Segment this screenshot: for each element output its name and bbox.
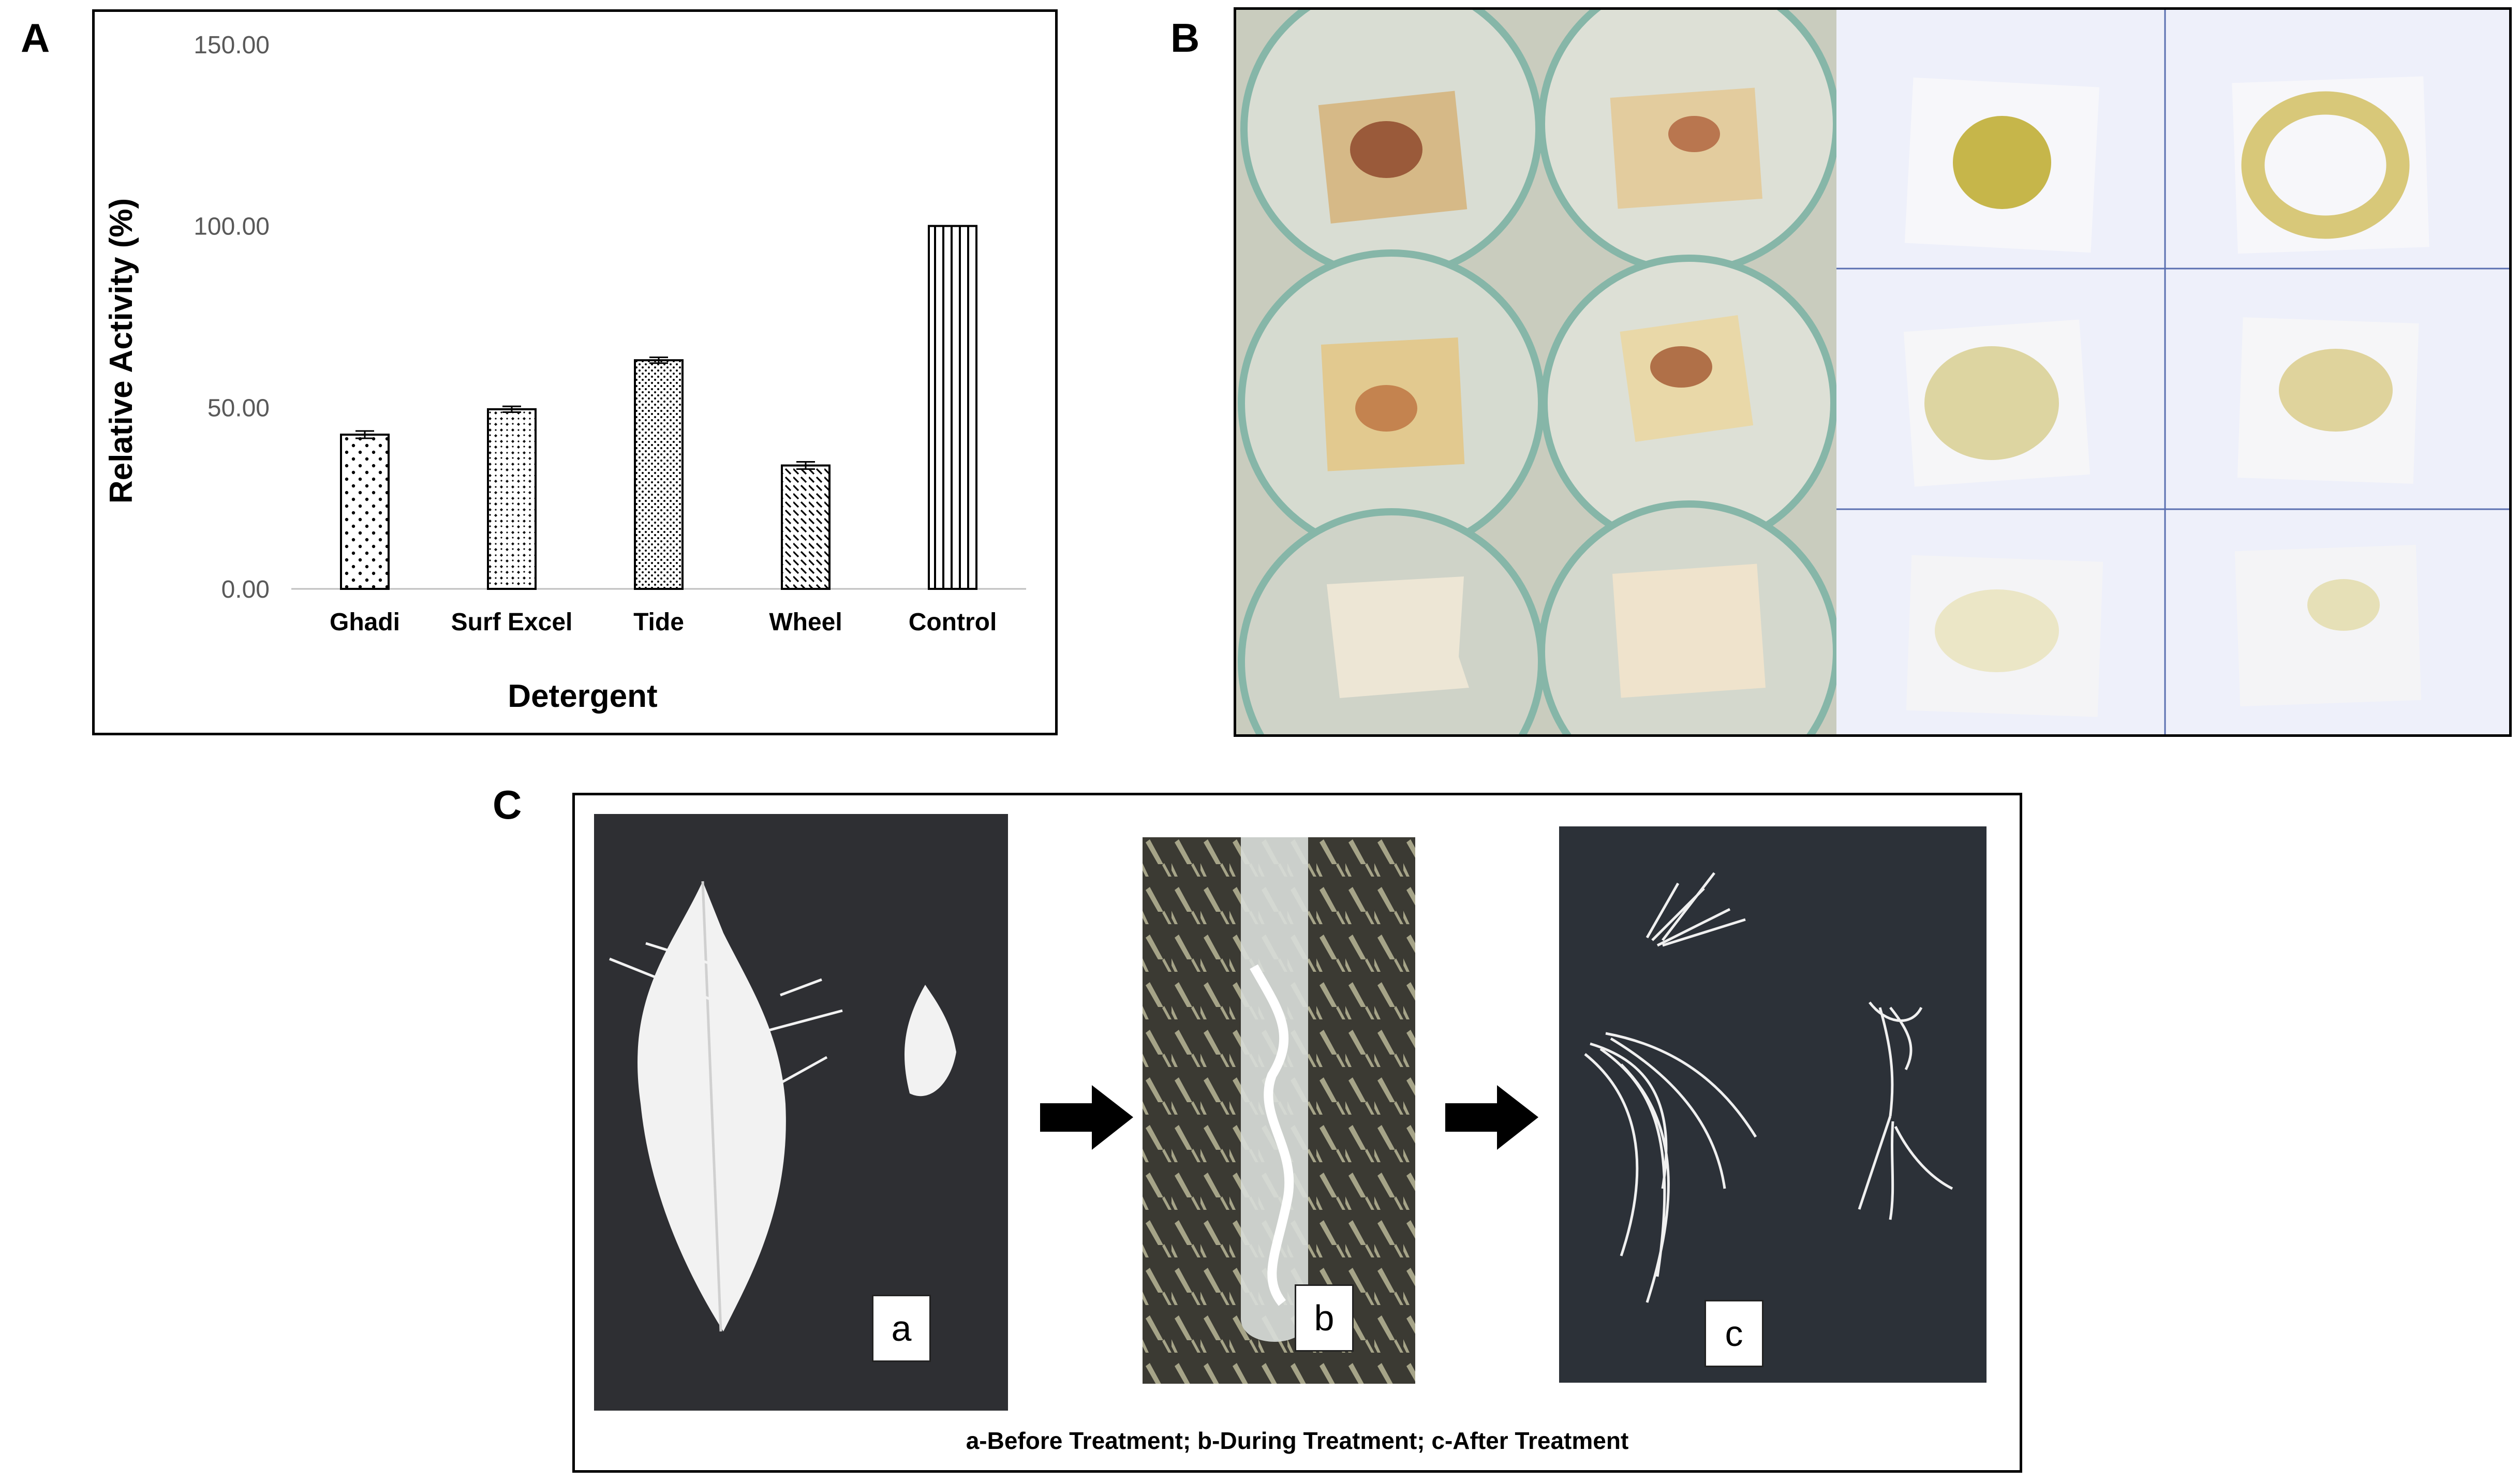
y-axis-ticks: 0.00 50.00 100.00 150.00: [194, 32, 270, 603]
x-tick-label: Wheel: [769, 609, 842, 636]
label-c: c: [1704, 1300, 1763, 1367]
bar-surf-excel: [487, 408, 537, 590]
y-tick-label: 50.00: [207, 394, 270, 422]
panel-c-caption: a-Before Treatment; b-During Treatment; …: [966, 1427, 1629, 1454]
bar-wheel: [781, 464, 831, 590]
bar-ghadi: [340, 433, 390, 590]
panel-letter-c: C: [493, 782, 522, 827]
y-tick-label: 0.00: [221, 576, 270, 603]
large-feather: [609, 881, 843, 1332]
arrow-right-icon: [1445, 1085, 1538, 1152]
chart-frame: 0.00 50.00 100.00 150.00 Ghadi Surf Excel Tid…: [92, 9, 1058, 735]
error-bar: [796, 461, 815, 470]
petri-dishes: [1238, 10, 1840, 734]
x-tick-label: Ghadi: [330, 609, 400, 636]
y-tick-label: 150.00: [194, 32, 270, 59]
x-axis-ticks: Ghadi Surf Excel Tide Wheel Control: [330, 609, 997, 636]
cloth-swatches: [1903, 76, 2429, 717]
label-a: a: [872, 1295, 931, 1362]
bar-tide: [634, 359, 684, 590]
label-b: b: [1295, 1284, 1354, 1352]
error-bar: [502, 405, 521, 413]
photo-before-treatment: [594, 814, 1008, 1411]
panel-letter-a: A: [21, 15, 50, 61]
photo-b: [1234, 7, 2512, 737]
bar-chart: 0.00 50.00 100.00 150.00 Ghadi Surf Excel Tid…: [103, 32, 1026, 714]
x-tick-label: Surf Excel: [451, 609, 573, 636]
panel-c-frame: a b: [572, 793, 2022, 1473]
bars: [340, 225, 977, 590]
bar-control: [928, 225, 977, 590]
x-tick-label: Tide: [633, 609, 684, 636]
error-bar: [355, 430, 374, 439]
arrow-right-icon: [1040, 1085, 1133, 1152]
y-tick-label: 100.00: [194, 213, 270, 241]
x-axis-label: Detergent: [508, 678, 657, 714]
y-axis-label: Relative Activity (%): [103, 198, 139, 503]
photo-after-treatment: [1559, 826, 1987, 1383]
grid-lines-drawn: [1836, 10, 2509, 734]
x-tick-label: Control: [909, 609, 997, 636]
test-tube: [1241, 837, 1308, 1342]
degraded-feather-fragments: [1584, 872, 1953, 1303]
small-feather: [905, 985, 956, 1097]
error-bar: [649, 357, 668, 364]
panel-letter-b: B: [1170, 15, 1200, 61]
photo-during-treatment: [1143, 837, 1415, 1384]
